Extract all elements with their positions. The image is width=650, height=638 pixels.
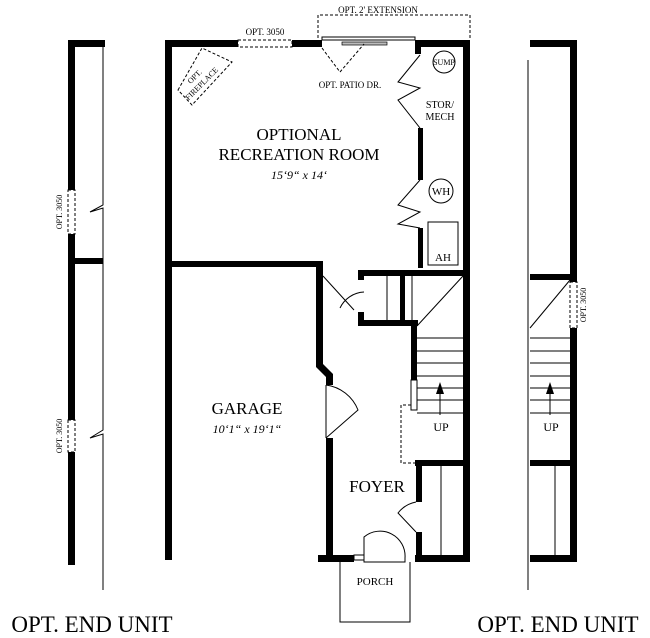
- sump-pump: [432, 50, 456, 74]
- garage-dims: 10‘1“ x 19‘1“: [213, 422, 282, 436]
- stor-mech-label-2: MECH: [426, 112, 455, 123]
- wh-label: WH: [432, 186, 450, 198]
- left-window-2-label: OPT. 3050: [55, 419, 64, 454]
- left-end-unit-label: OPT. END UNIT: [11, 612, 172, 637]
- opt-fireplace: [177, 47, 233, 106]
- closet-bifold-door-2: [396, 179, 422, 229]
- garage-label: GARAGE: [212, 399, 283, 418]
- rec-room-dims: 15‘9“ x 14‘: [271, 168, 327, 182]
- main-stairs: [400, 337, 463, 464]
- main-unit-walls: [165, 40, 470, 562]
- sump-label: SUMP: [433, 58, 455, 67]
- rec-room-label-2: RECREATION ROOM: [218, 145, 379, 164]
- water-heater: [428, 178, 454, 204]
- patio-door-swing: [321, 43, 365, 73]
- porch-outline: [339, 562, 411, 623]
- opt-window-top-label: OPT. 3050: [246, 27, 285, 37]
- opt-window-top: [237, 39, 293, 48]
- foyer-closet-door: [397, 501, 417, 533]
- garage-door: [325, 384, 359, 439]
- porch-label: PORCH: [357, 576, 394, 588]
- up-label-end-unit: UP: [543, 420, 559, 434]
- rec-room-label-1: OPTIONAL: [257, 125, 342, 144]
- air-handler: [427, 221, 459, 266]
- right-end-unit: [527, 40, 578, 590]
- patio-door-track: [321, 36, 416, 41]
- right-window-label: OPT. 3050: [579, 288, 588, 323]
- opt-extension-outline: [317, 14, 471, 38]
- storage-door: [322, 275, 365, 311]
- closet-bifold-door: [397, 54, 422, 129]
- left-window-1-label: OPT. 3050: [55, 195, 64, 230]
- stor-mech-label-1: STOR/: [426, 100, 454, 111]
- ah-label: AH: [435, 252, 451, 264]
- left-end-unit: [67, 40, 105, 590]
- opt-patio-door-label: OPT. PATIO DR.: [319, 80, 382, 90]
- foyer-label: FOYER: [349, 477, 405, 496]
- right-end-unit-label: OPT. END UNIT: [477, 612, 638, 637]
- up-label-main: UP: [433, 420, 449, 434]
- patio-door-panel: [341, 41, 388, 46]
- front-door: [363, 530, 406, 563]
- opt-extension-label: OPT. 2' EXTENSION: [338, 5, 418, 15]
